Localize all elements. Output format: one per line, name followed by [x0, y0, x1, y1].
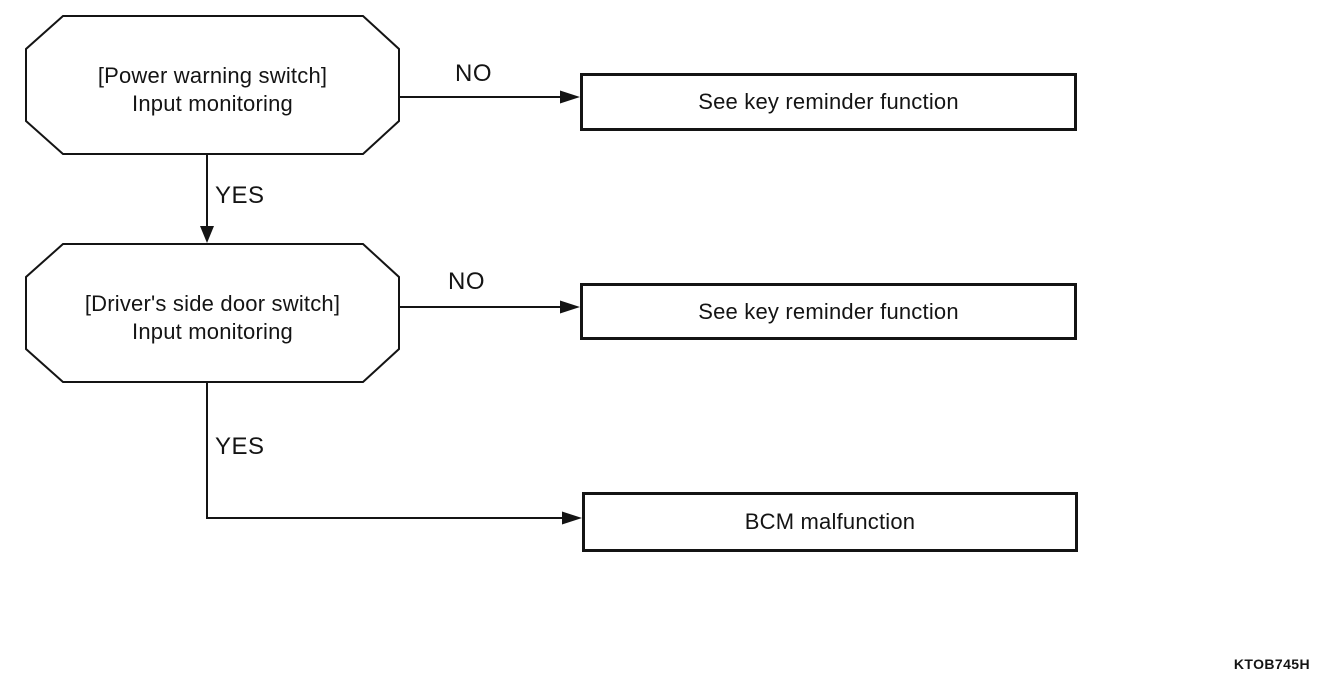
result-box-1-label: See key reminder function: [698, 89, 959, 114]
edge-yes1-arrowhead-icon: [200, 226, 214, 243]
edge-yes2-line: [206, 382, 564, 519]
decision-node-1-line-1: [Power warning switch]: [97, 62, 328, 88]
edge-label-no-2: NO: [448, 268, 485, 295]
decision-node-2-line-2: Input monitoring: [132, 318, 293, 344]
decision-node-power-warning-switch: [Power warning switch] Input monitoring: [25, 15, 400, 155]
octagon-shape: [25, 15, 400, 155]
decision-node-1-line-2: Input monitoring: [132, 90, 293, 116]
decision-node-2-text: [Driver's side door switch] Input monito…: [25, 243, 400, 383]
decision-node-2-line-1: [Driver's side door switch]: [84, 290, 341, 316]
edge-no2-arrowhead-icon: [560, 300, 580, 314]
decision-node-1-text: [Power warning switch] Input monitoring: [25, 15, 400, 155]
result-box-2-label: See key reminder function: [698, 298, 959, 324]
edge-yes2-arrowhead-icon: [562, 511, 582, 525]
result-box-see-key-reminder-1: See key reminder function: [580, 73, 1077, 131]
result-box-3-label: BCM malfunction: [744, 509, 916, 534]
result-box-see-key-reminder-2: See key reminder function: [580, 283, 1077, 340]
edge-label-no-1: NO: [455, 60, 492, 87]
result-box-bcm-malfunction: BCM malfunction: [582, 492, 1078, 552]
edge-no1-arrowhead-icon: [560, 90, 580, 104]
figure-code: KTOB745H: [1233, 656, 1310, 672]
edge-label-yes-2: YES: [215, 433, 265, 460]
octagon-shape: [25, 243, 400, 383]
decision-node-drivers-side-door-switch: [Driver's side door switch] Input monito…: [25, 243, 400, 383]
edge-label-yes-1: YES: [215, 182, 265, 209]
